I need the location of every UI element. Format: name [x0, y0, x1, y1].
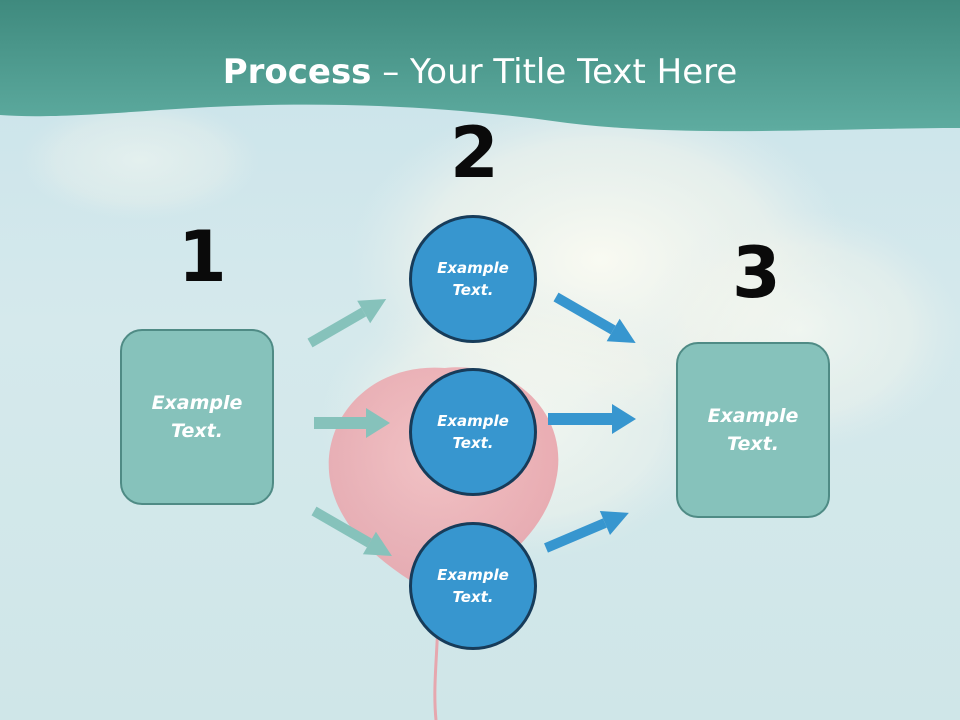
arrow-right [314, 408, 390, 438]
title-bold: Process [222, 52, 372, 92]
right-box: Example Text. [676, 342, 830, 518]
circle-bottom-label: Example Text. [437, 565, 509, 607]
step-number-1: 1 [178, 216, 227, 298]
step-number-3: 3 [732, 232, 781, 314]
step-number-2: 2 [450, 112, 499, 194]
header-band [0, 0, 960, 132]
arrow-up-right [544, 511, 629, 553]
page-title: Process – Your Title Text Here [0, 52, 960, 92]
title-rest: – Your Title Text Here [371, 52, 738, 92]
circle-top-label: Example Text. [437, 258, 509, 300]
right-box-label: Example Text. [707, 404, 799, 456]
arrow-down-right [311, 506, 392, 556]
arrow-up-right [307, 299, 387, 348]
arrow-left-group [307, 299, 392, 556]
cloud [20, 100, 260, 220]
arrow-right-group [544, 292, 636, 553]
circle-middle: Example Text. [409, 368, 537, 496]
left-box-label: Example Text. [151, 391, 243, 443]
arrow-right [548, 404, 636, 434]
left-box: Example Text. [120, 329, 274, 505]
circle-top: Example Text. [409, 215, 537, 343]
arrow-down-right [553, 292, 636, 343]
circle-bottom: Example Text. [409, 522, 537, 650]
circle-middle-label: Example Text. [437, 411, 509, 453]
